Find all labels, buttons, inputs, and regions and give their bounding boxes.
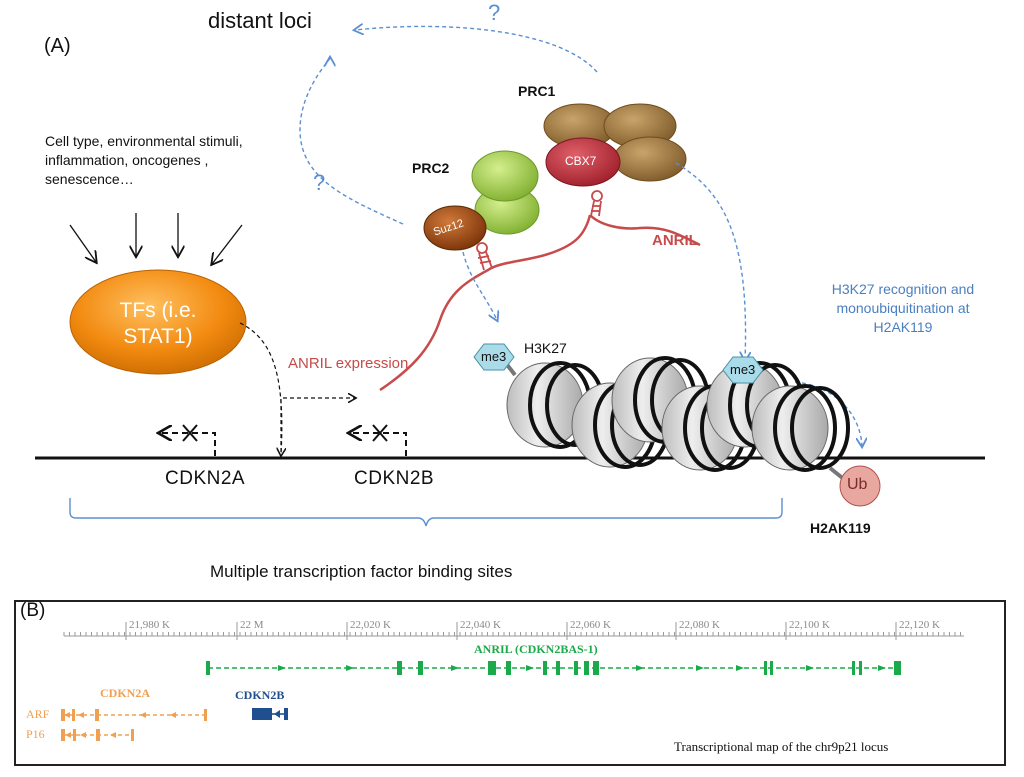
ruler-tick-label: 22,060 K (570, 619, 611, 631)
gene-cdkn2a-label: CDKN2A (165, 468, 246, 489)
nucleosome-array (506, 356, 850, 472)
cbx7-subunit (545, 137, 621, 187)
arf-label: ARF (26, 707, 50, 721)
h2ak119-label: H2AK119 (810, 520, 871, 536)
ruler-tick-label: 22,040 K (460, 619, 501, 631)
ub-label: Ub (847, 476, 868, 493)
prc2-subunit-upper (471, 150, 539, 202)
anril-rna-strand (379, 214, 592, 392)
genomic-ruler (63, 622, 964, 640)
ruler-tick-label: 22,100 K (789, 619, 830, 631)
anril-expression-label: ANRIL expression (288, 355, 409, 372)
me3-hexagon-1 (473, 343, 515, 371)
panel-a-label: (A) (44, 35, 71, 57)
panel-b-box: (B) 21,980 K 22 M 22,020 K 22,040 K 22,0… (14, 600, 1006, 766)
ruler-tick-label: 22,120 K (899, 619, 940, 631)
question-mark-top: ? (488, 0, 501, 25)
prc1-subunit-3 (613, 136, 687, 182)
ruler-tick-label: 22,080 K (679, 619, 720, 631)
anril-tss-arrow (280, 398, 355, 452)
tf-label: TFs (i.e. STAT1) (70, 298, 246, 350)
tf-ellipse (69, 269, 247, 375)
transcript-map (61, 622, 964, 741)
cdkn2a-track-label: CDKN2A (100, 686, 150, 700)
ub-circle (839, 465, 881, 507)
cdkn2a-blocked-arrow (160, 424, 216, 456)
anril-rna-tail (589, 214, 701, 247)
cdkn2a-p16-transcript (61, 729, 134, 741)
binding-sites-brace (69, 498, 783, 527)
ruler-tick-label: 21,980 K (129, 619, 170, 631)
ruler-tick-label: 22,020 K (350, 619, 391, 631)
cdkn2b-blocked-arrow (350, 424, 407, 456)
me3-label-1: me3 (481, 349, 507, 364)
me3-hexagon-2 (722, 356, 764, 384)
nucleosome (751, 384, 850, 472)
tf-label-line2: STAT1) (123, 325, 193, 348)
anril-label: ANRIL (652, 232, 698, 249)
tf-label-line1: TFs (i.e. (119, 299, 197, 322)
ruler-tick-label: 22 M (240, 619, 264, 631)
stimuli-arrows (69, 213, 243, 264)
anril-transcript (206, 661, 901, 675)
map-title: Transcriptional map of the chr9p21 locus (674, 739, 889, 754)
stimuli-text: Cell type, environmental stimuli, inflam… (45, 133, 243, 187)
prc2-label: PRC2 (412, 160, 450, 176)
h3k27-label: H3K27 (524, 340, 567, 356)
gene-cdkn2b-label: CDKN2B (354, 468, 435, 489)
cdkn2b-track-label: CDKN2B (235, 688, 285, 702)
question-mark-left: ? (313, 170, 326, 195)
anril-stem-loop-prc1 (590, 190, 603, 217)
cdkn2a-arf-transcript (61, 709, 207, 721)
anril-track-label: ANRIL (CDKN2BAS-1) (474, 642, 598, 656)
cdkn2b-transcript (252, 708, 288, 720)
panel-b-label: (B) (20, 600, 46, 621)
suz12-subunit (423, 205, 487, 251)
me3-label-2: me3 (730, 362, 756, 377)
cbx7-label: CBX7 (565, 154, 597, 168)
binding-sites-caption: Multiple transcription factor binding si… (210, 562, 513, 581)
anril-stem-loop-prc2 (476, 242, 493, 271)
prc1-label: PRC1 (518, 83, 556, 99)
distant-loci-label: distant loci (208, 8, 312, 33)
recognition-note: H3K27 recognition and monoubiquitination… (831, 281, 975, 335)
panel-a-diagram (35, 0, 985, 527)
tf-binding-arrow (239, 322, 282, 455)
p16-label: P16 (26, 727, 45, 741)
